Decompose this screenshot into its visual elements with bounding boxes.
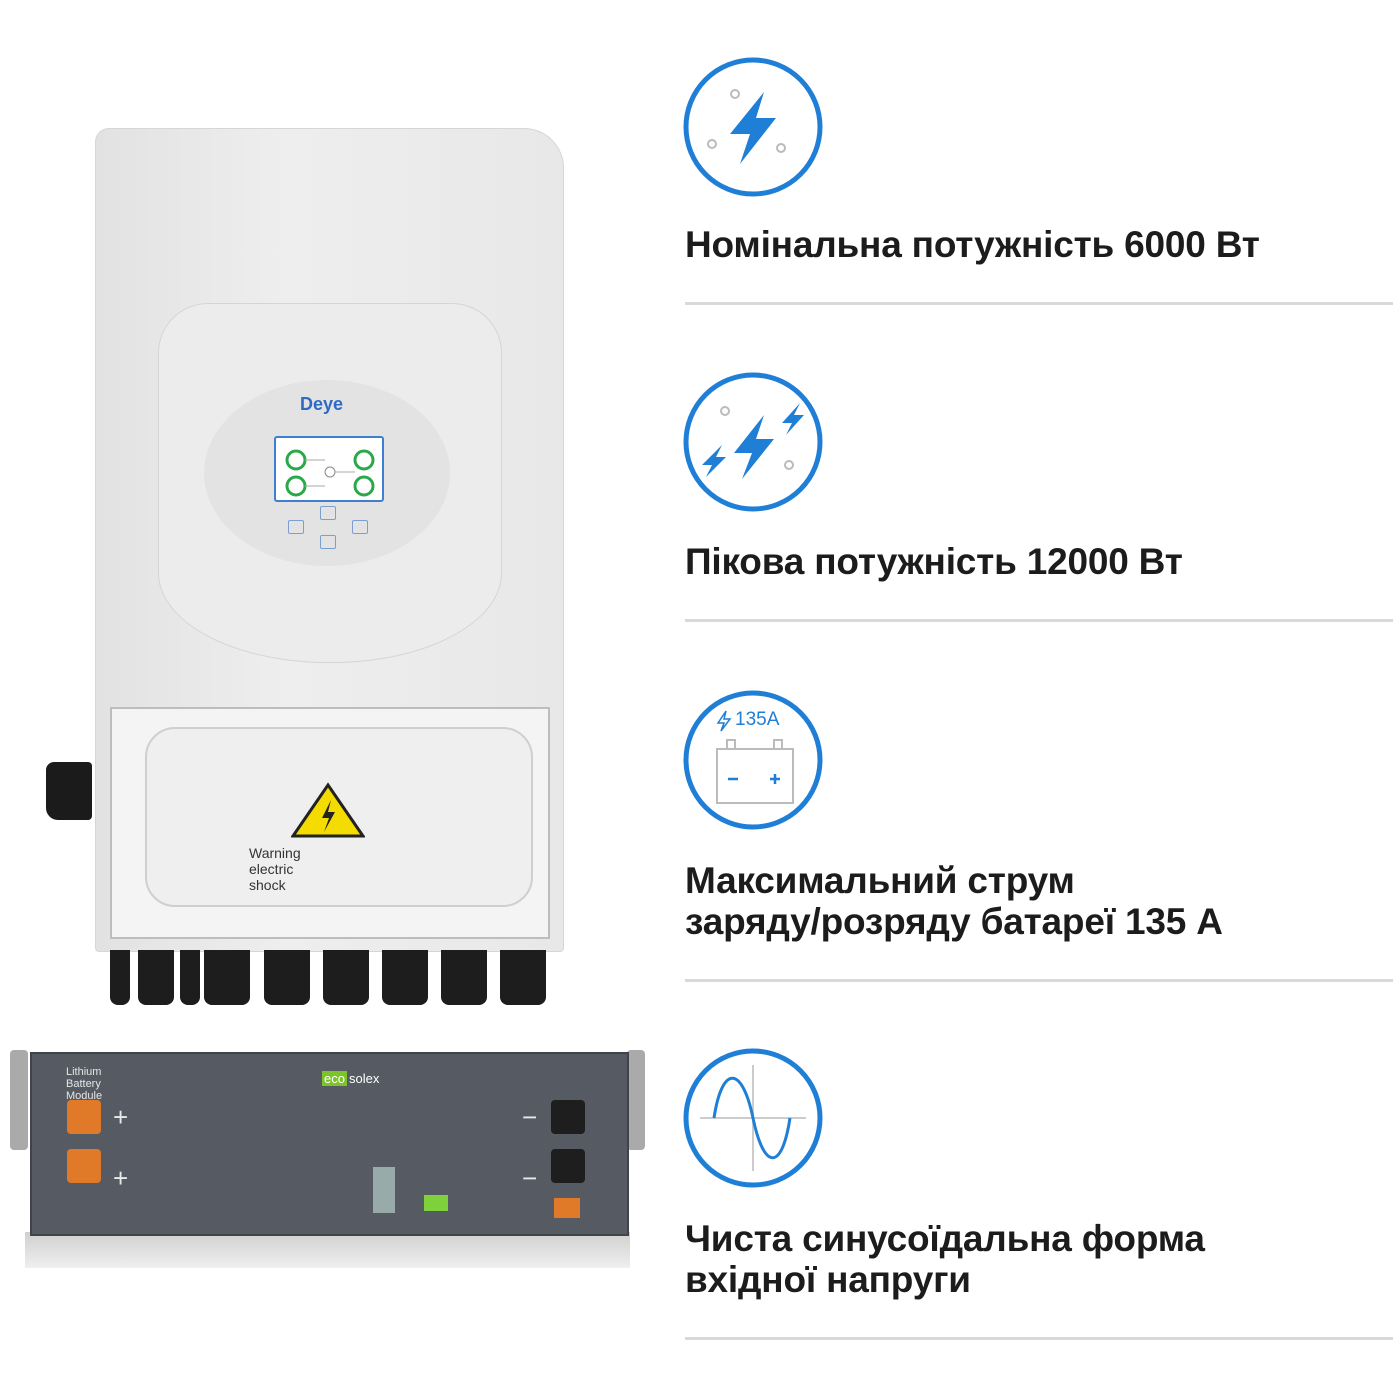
status-led-display [424,1195,448,1211]
negative-terminal [551,1100,585,1134]
down-button [320,535,336,549]
positive-terminal [67,1149,101,1183]
feature-title: Максимальний струм заряду/розряду батаре… [685,860,1223,942]
cable-gland [264,950,310,1005]
dc-switch [46,762,92,820]
divider [685,619,1393,622]
divider [685,979,1393,982]
battery-handle-left [10,1050,28,1150]
brand-prefix: eco [322,1071,347,1086]
brand-suffix: solex [348,1071,380,1086]
cable-gland [382,950,428,1005]
cable-gland [441,950,487,1005]
feature-title-line: вхідної напруги [685,1259,971,1300]
minus-sign: − [522,1163,538,1193]
divider [685,1337,1393,1340]
cable-connector [110,950,130,1005]
feature-title-line: заряду/розряду батареї 135 А [685,901,1223,942]
battery-current-label: 135A [735,709,780,730]
lightning-icon [683,57,823,197]
feature-title-line: Чиста синусоїдальна форма [685,1218,1205,1259]
rj45-ports [373,1167,395,1213]
sine-wave-icon [683,1048,823,1188]
cable-gland [500,950,546,1005]
cable-connector [138,950,174,1005]
cable-gland [323,950,369,1005]
inverter-brand-logo: Deye [300,394,344,414]
minus-sign: − [522,1102,538,1132]
esc-button [288,520,304,534]
divider [685,302,1393,305]
battery-label: Lithium Battery Module [66,1066,103,1102]
up-button [320,506,336,520]
feature-title: Пікова потужність 12000 Вт [685,541,1183,582]
inverter-screen [274,436,384,502]
enter-button [352,520,368,534]
plus-sign: + [113,1163,129,1193]
warning-triangle-icon [291,782,365,838]
cable-connector [180,950,200,1005]
cable-gland [204,950,250,1005]
battery-bracket [25,1232,630,1268]
feature-title: Номінальна потужність 6000 Вт [685,224,1260,265]
feature-title-line: Максимальний струм [685,860,1075,901]
feature-title: Чиста синусоїдальна форма вхідної напруг… [685,1218,1205,1300]
positive-terminal [67,1100,101,1134]
battery-icon: 135A [682,689,824,831]
double-lightning-icon [683,372,823,512]
power-switch [554,1198,580,1218]
warning-text: Warning electric shock [249,845,301,893]
negative-terminal [551,1149,585,1183]
plus-sign: + [113,1102,129,1132]
battery-handle-right [627,1050,645,1150]
